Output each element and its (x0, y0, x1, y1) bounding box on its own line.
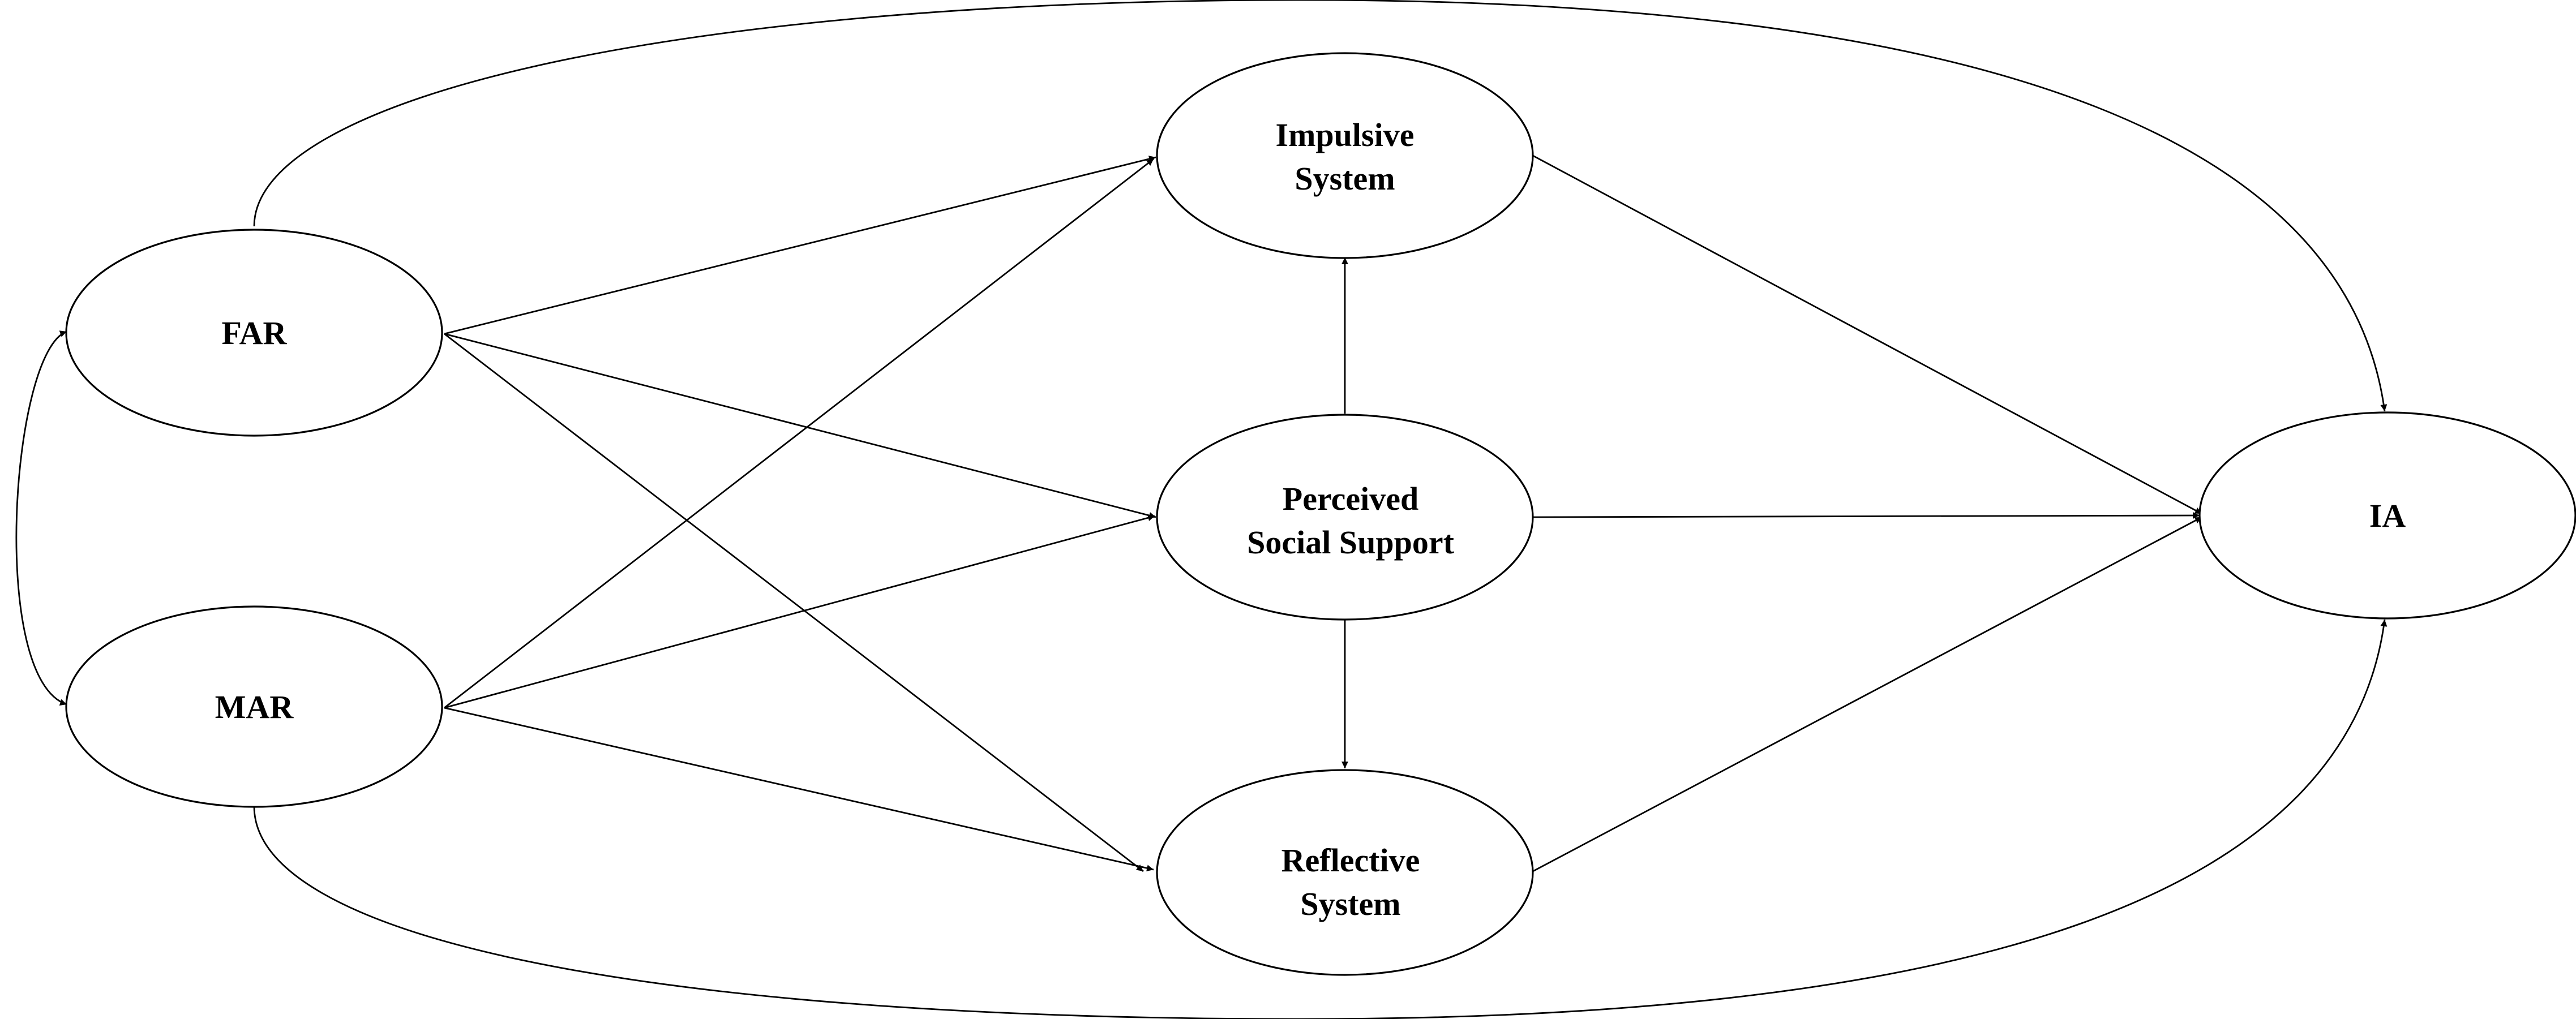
edge-reflective-to-ia (1532, 516, 2202, 872)
node-social-label-line2: Social Support (1247, 524, 1454, 561)
node-perceived-social-support: Perceived Social Support (1156, 414, 1534, 621)
node-mar: MAR (65, 605, 443, 808)
node-ia: IA (2198, 411, 2576, 620)
node-impulsive-label-line1: Impulsive (1276, 117, 1415, 153)
node-mar-label: MAR (215, 689, 294, 725)
edge-far-to-reflective (444, 333, 1144, 872)
node-far: FAR (65, 229, 443, 437)
edge-mar-to-impulsive (444, 158, 1154, 709)
node-ia-label: IA (2369, 497, 2406, 534)
edge-social-to-ia (1532, 512, 2200, 519)
node-far-label: FAR (222, 315, 288, 351)
node-impulsive-system: Impulsive System (1156, 52, 1534, 259)
node-impulsive-ellipse (1156, 52, 1534, 259)
node-social-label-line1: Perceived (1283, 480, 1418, 517)
node-mar-ellipse (65, 605, 443, 808)
edge-far-mar-covariance (15, 330, 67, 706)
edge-impulsive-to-ia (1532, 154, 2202, 515)
node-reflective-system: Reflective System (1156, 769, 1534, 976)
edge-far-to-impulsive (444, 156, 1156, 335)
edge-mar-to-reflective (444, 707, 1154, 872)
node-ia-ellipse (2198, 411, 2576, 620)
edge-far-to-ia (253, 0, 2388, 412)
edge-far-to-social (444, 333, 1156, 519)
node-social-ellipse (1156, 414, 1534, 621)
node-reflective-ellipse (1156, 769, 1534, 976)
edge-mar-to-social (444, 514, 1155, 709)
node-impulsive-label-line2: System (1295, 160, 1395, 197)
node-reflective-label-line2: System (1300, 885, 1400, 922)
edges (15, 0, 2388, 1019)
node-far-ellipse (65, 229, 443, 437)
node-reflective-label-line1: Reflective (1281, 842, 1420, 879)
